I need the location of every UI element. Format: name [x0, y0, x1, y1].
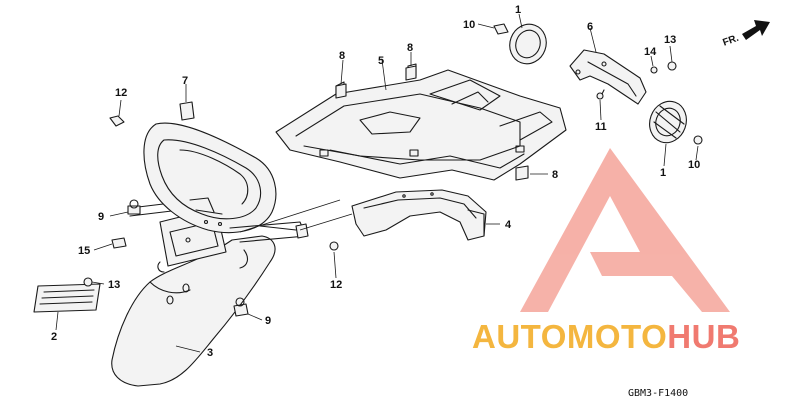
- callout-9-upper: 9: [98, 211, 104, 223]
- callout-6: 6: [587, 21, 593, 33]
- callout-8-right: 8: [552, 169, 558, 181]
- callout-12-lower: 12: [330, 279, 342, 291]
- callout-10-lower: 10: [688, 159, 700, 171]
- callout-13-left: 13: [108, 279, 120, 291]
- svg-text:AUTOMOTOHUB: AUTOMOTOHUB: [472, 318, 740, 355]
- callout-1-lower: 1: [660, 167, 666, 179]
- callout-2: 2: [51, 331, 57, 343]
- callout-4: 4: [505, 219, 512, 231]
- reflector-bracket: [569, 49, 647, 105]
- callout-3: 3: [207, 347, 213, 359]
- watermark-text-part2: HUB: [667, 318, 740, 355]
- direction-label: FR.: [721, 33, 740, 49]
- watermark-logo: [520, 148, 730, 312]
- callout-15: 15: [78, 245, 90, 257]
- callout-8-mid: 8: [407, 42, 413, 54]
- front-direction-indicator: FR.: [721, 20, 770, 49]
- reflector-lower: [649, 100, 687, 144]
- callout-8-left: 8: [339, 50, 345, 62]
- leader-lines: [55, 13, 699, 353]
- reflector-upper: [509, 23, 547, 65]
- watermark-text-part1: AUTOMOTO: [472, 318, 667, 355]
- fasteners: [83, 23, 703, 317]
- callout-10-upper: 10: [463, 19, 475, 31]
- callout-5: 5: [378, 55, 384, 67]
- diagram-code: GBM3-F1400: [628, 388, 688, 399]
- front-arrow-icon: [742, 20, 770, 40]
- callout-14: 14: [644, 46, 657, 58]
- callout-11: 11: [595, 121, 607, 133]
- rear-fender: [111, 235, 276, 387]
- callouts: 1 1 2 3 4 5 6 7 8 8 8 9 9 10 10 11 12 12…: [51, 4, 700, 359]
- callout-12-upper: 12: [115, 87, 127, 99]
- callout-13-right: 13: [664, 34, 676, 46]
- callout-1-upper: 1: [515, 4, 521, 16]
- watermark-text: AUTOMOTOHUB: [472, 318, 740, 355]
- license-light-lens: [33, 283, 101, 313]
- callout-9-lower: 9: [265, 315, 271, 327]
- under-tray: [275, 63, 567, 181]
- callout-7: 7: [182, 75, 188, 87]
- inner-fender: [351, 189, 487, 241]
